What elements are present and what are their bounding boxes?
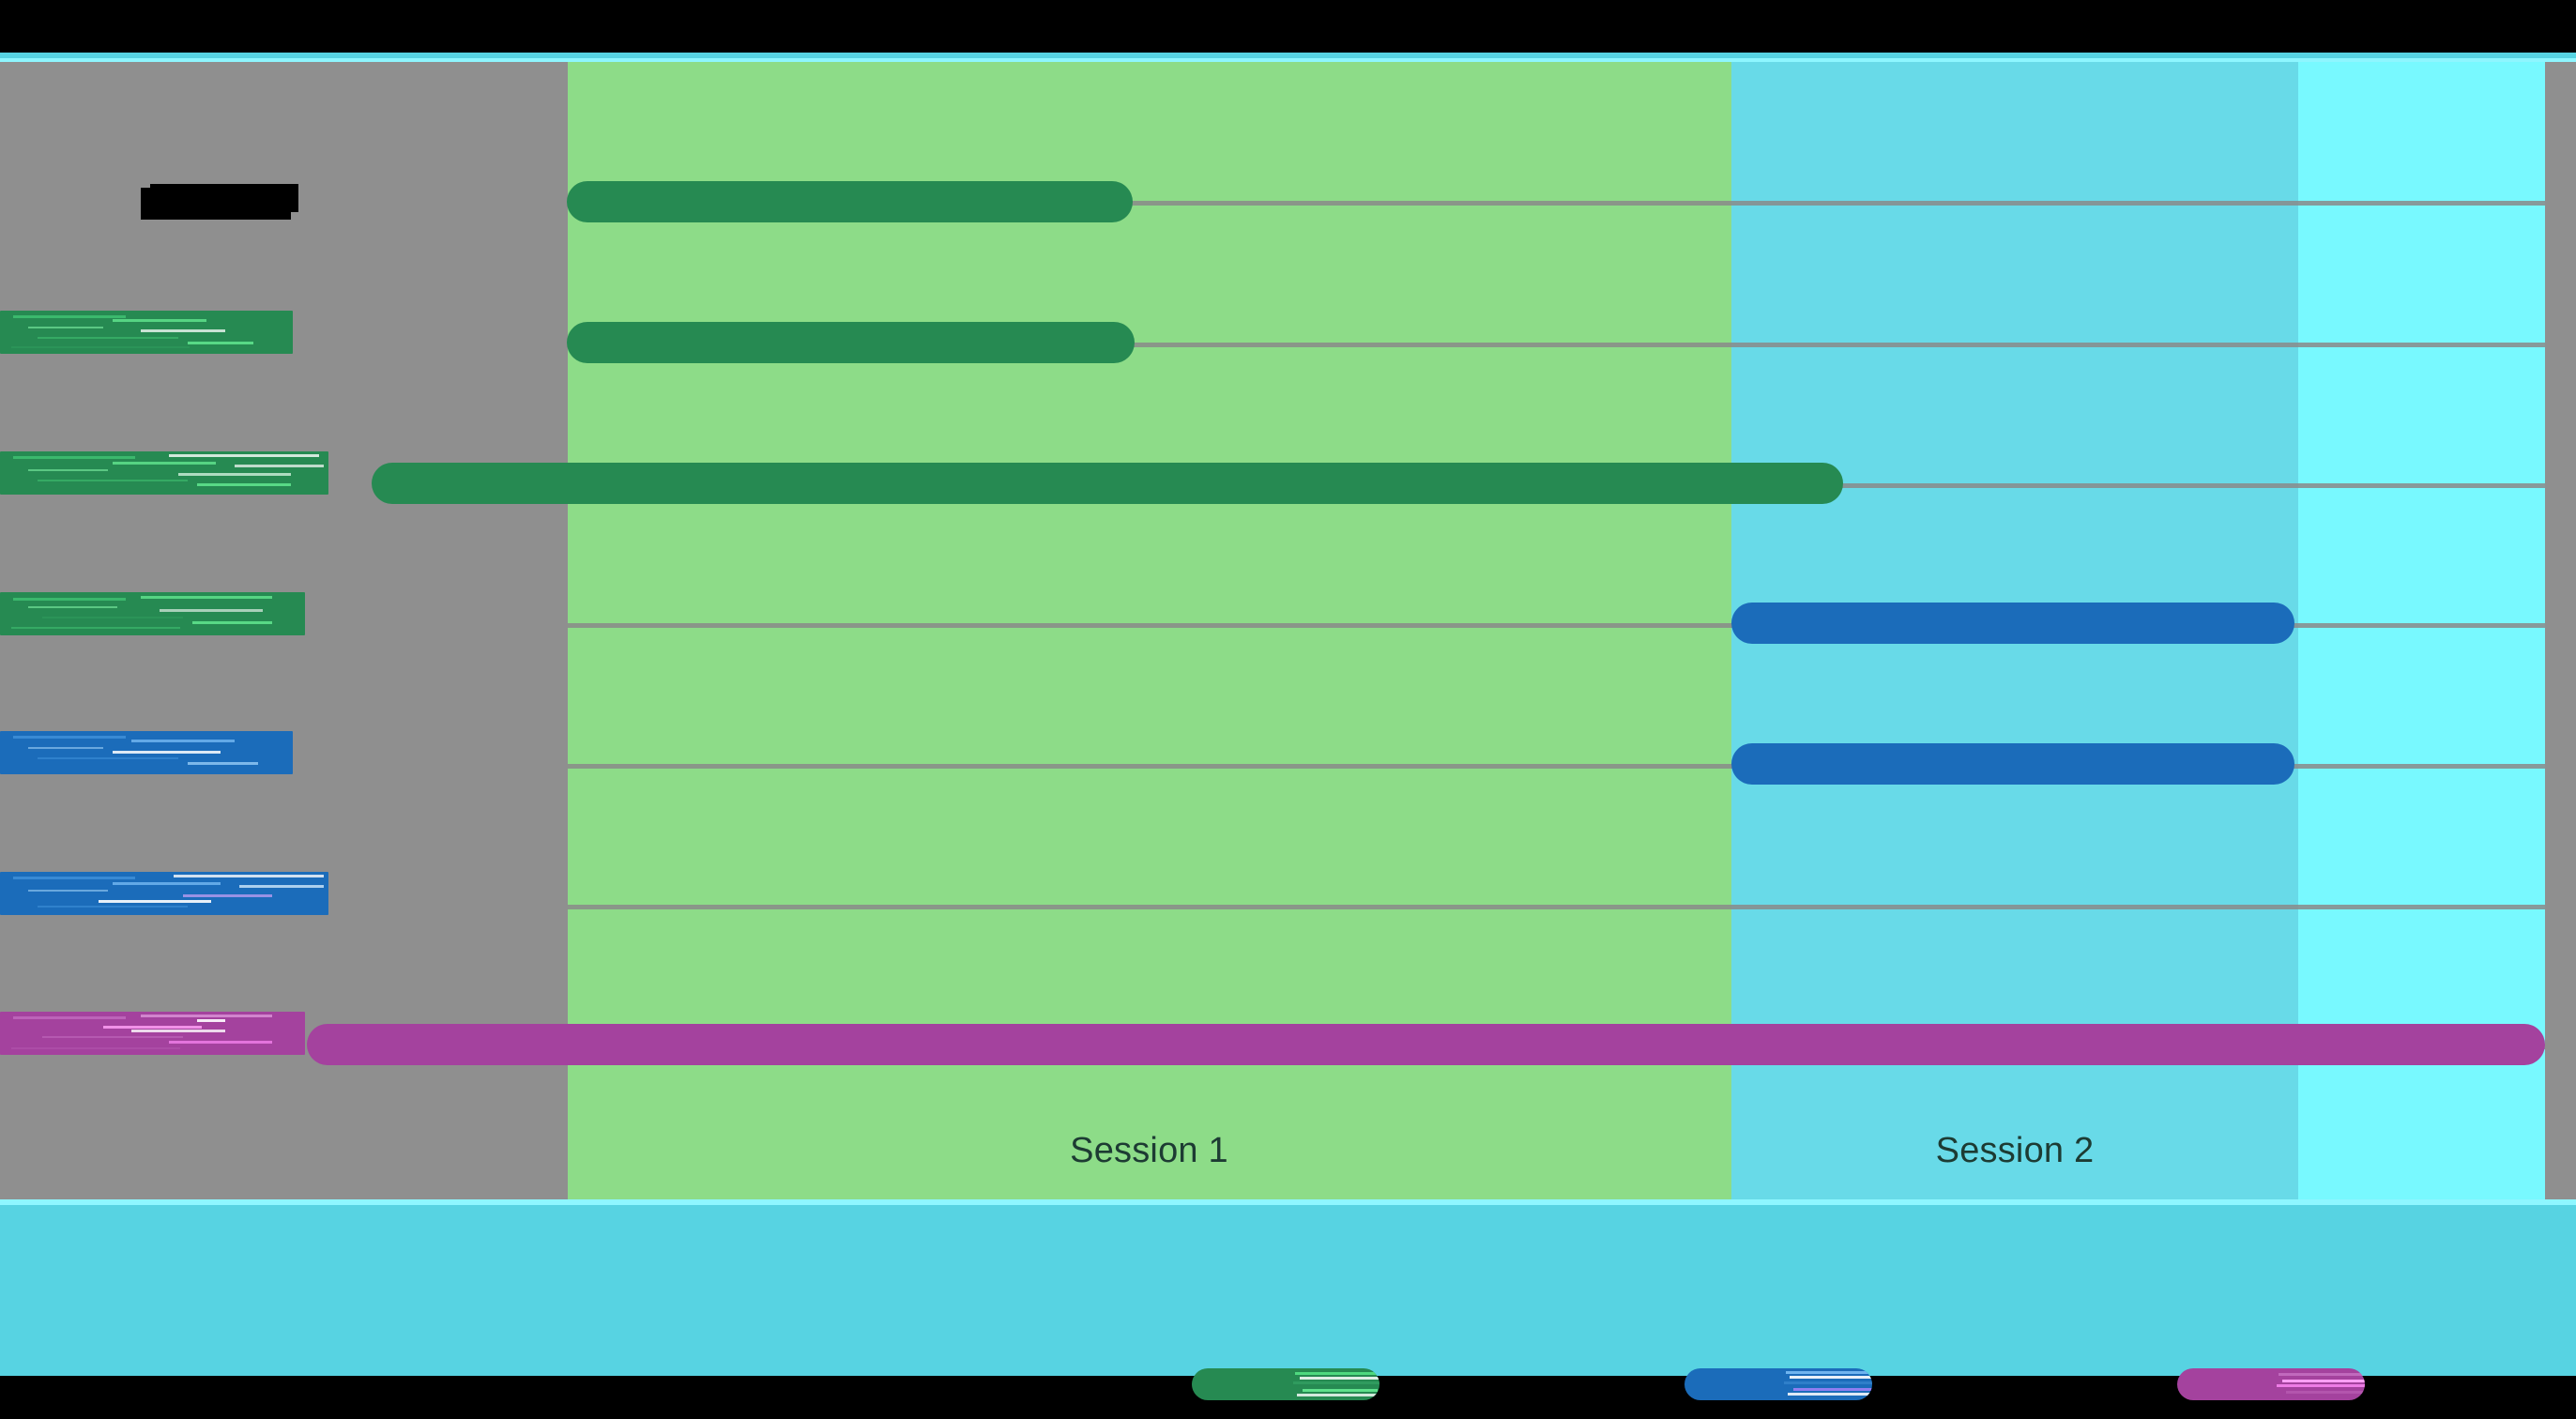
footer-strip [0, 1205, 2576, 1376]
right-gutter [2545, 62, 2576, 1143]
top-rail-light [0, 58, 2576, 62]
legend-swatch-2[interactable]: [redacted] [2177, 1368, 2365, 1400]
gridline-row-3 [568, 623, 2545, 628]
gridline-row-5 [568, 905, 2545, 909]
chart-title-redacted [141, 184, 298, 220]
gridline-row-0 [568, 201, 2545, 206]
session-band-1-label: Session 1 [1070, 1131, 1228, 1170]
gantt-bar-row-5[interactable] [307, 1024, 2545, 1065]
row-label-1[interactable]: [redacted] [0, 451, 328, 495]
row-label-2[interactable]: [redacted] [0, 592, 305, 635]
gantt-bar-row-3[interactable] [1731, 603, 2294, 644]
row-label-5[interactable]: [redacted] [0, 1012, 305, 1055]
session-band-1: Session 1 [567, 62, 1731, 1205]
row-label-0[interactable]: [redacted] [0, 311, 293, 354]
legend-swatch-0[interactable]: [redacted] [1192, 1368, 1379, 1400]
footer-rail [0, 1199, 2576, 1205]
gantt-plot-area: Session 1 Session 2 [0, 62, 2576, 1205]
row-label-4[interactable]: [redacted] [0, 872, 328, 915]
session-band-2-label: Session 2 [1935, 1131, 2095, 1170]
top-rail-dark [0, 53, 2576, 58]
gantt-bar-row-0[interactable] [567, 181, 1133, 222]
gantt-bar-row-2[interactable] [372, 463, 1843, 504]
gantt-bar-row-1[interactable] [567, 322, 1135, 363]
gridline-row-1 [568, 343, 2545, 347]
top-letterbox [0, 0, 2576, 58]
legend-swatch-1[interactable]: [redacted] [1684, 1368, 1872, 1400]
y-axis-label-column-inner [0, 62, 305, 1019]
session-band-3 [2298, 62, 2545, 1205]
gridline-row-4 [568, 764, 2545, 769]
gantt-bar-row-4[interactable] [1731, 743, 2294, 785]
row-label-3[interactable]: [redacted] [0, 731, 293, 774]
